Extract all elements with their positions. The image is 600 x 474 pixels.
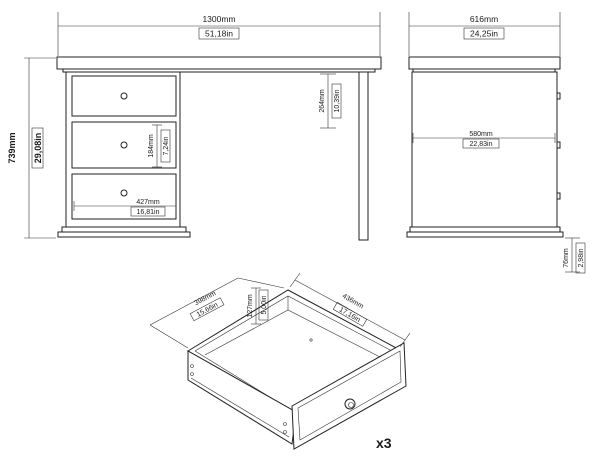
desk-leg (358, 71, 369, 241)
front-width-mm: 1300mm (202, 14, 235, 24)
side-top (408, 56, 561, 70)
drawer-front-panel (291, 342, 407, 450)
side-depth-mm: 616mm (470, 14, 498, 24)
front-width-in: 51,18in (205, 29, 233, 39)
top-apron (62, 69, 376, 73)
inner-depth-mm: 580mm (469, 131, 493, 138)
knee-height-mm: 264mm (319, 89, 326, 113)
total-height-mm: 739mm (7, 132, 17, 163)
side-depth-in: 24,25in (470, 29, 498, 39)
drawer-height-in: 7,24in (163, 136, 170, 155)
side-plinth (409, 226, 561, 233)
side-knob-3 (556, 192, 561, 200)
side-knob-2 (556, 141, 561, 149)
drawer-height-mm: 184mm (148, 134, 155, 158)
side-knob-1 (556, 92, 561, 100)
pedestal-plinth (61, 226, 187, 233)
side-base (406, 231, 564, 238)
drawer-width-mm: 427mm (136, 199, 160, 206)
side-view: 616mm 24,25in 580mm 22,83in 76mm 2,98in (406, 12, 586, 274)
drawer-knob-2 (120, 141, 128, 149)
foot-height-in: 2,98in (578, 248, 585, 267)
drawer-quantity: x3 (376, 435, 392, 451)
drawer-detail-height-mm: 127mm (247, 294, 254, 318)
drawer-detail: 398mm 15,66in 127mm 5,00in 436mm 17,16in… (149, 272, 411, 451)
drawer-knob-3 (120, 189, 128, 197)
drawer-detail-height-in: 5,00in (261, 295, 268, 314)
pedestal-base (57, 231, 191, 238)
knee-height-in: 10,39in (334, 89, 341, 112)
side-panel (411, 71, 558, 228)
drawer-left-side (187, 350, 297, 445)
front-width-in-box (198, 27, 240, 40)
front-view: 1300mm 51,18in 264mm 10,39in (7, 12, 382, 241)
drawer-knob-1 (120, 92, 128, 100)
desk-top (56, 56, 382, 70)
total-height-in: 29,08in (33, 133, 43, 164)
foot-height-mm: 76mm (563, 248, 570, 268)
inner-depth-in: 22,83in (470, 141, 493, 148)
drawer-detail-knob (344, 398, 356, 410)
drawer-width-in: 16,81in (137, 209, 160, 216)
drawer-detail-width-in: 17,16in (338, 306, 361, 324)
